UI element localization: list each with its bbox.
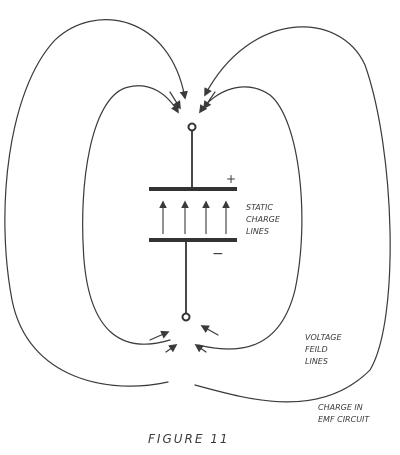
arrow-bottom-left-inner [165, 344, 178, 353]
negative-plate [149, 238, 237, 242]
bottom-terminal [181, 312, 191, 322]
arrow-top-left [169, 91, 181, 110]
arrow-top-right [203, 91, 216, 110]
field-line-inner-left [82, 85, 179, 345]
static-label-line1: STATIC [246, 203, 273, 212]
field-line-outer-right [194, 26, 391, 403]
arrow-bottom-left-outer [149, 330, 170, 341]
field-line-outer-left [4, 19, 188, 387]
voltage-label-line3: LINES [305, 357, 328, 366]
positive-plate [149, 187, 237, 191]
figure-caption: FIGURE 11 [148, 432, 230, 446]
field-line-inner-right [197, 86, 303, 350]
static-label-line3: LINES [246, 227, 269, 236]
minus-sign: − [212, 246, 224, 262]
charge-label-line2: EMF CIRCUIT [318, 415, 370, 424]
top-terminal [187, 122, 197, 132]
voltage-label-line1: VOLTAGE [305, 333, 343, 342]
arrow-bottom-right-inner [194, 344, 207, 353]
charge-label-line1: CHARGE IN [318, 403, 363, 412]
voltage-label-line2: FEILD [305, 345, 328, 354]
arrow-bottom-right-outer [200, 325, 219, 336]
static-label-line2: CHARGE [246, 215, 281, 224]
plus-sign: + [226, 172, 236, 186]
